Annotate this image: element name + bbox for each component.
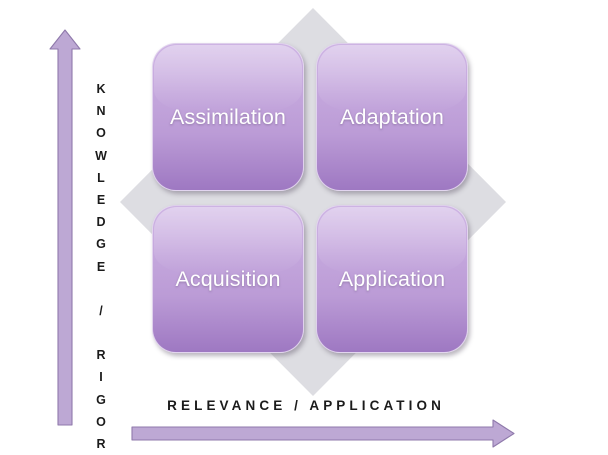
quadrant-grid: Assimilation Adaptation Acquisition Appl…: [152, 43, 468, 353]
axis-letter: N: [96, 104, 106, 119]
axis-letter: O: [96, 414, 106, 429]
arrow-up-icon: [47, 27, 83, 427]
quadrant-adaptation[interactable]: Adaptation: [316, 43, 468, 191]
axis-letter: R: [96, 437, 106, 451]
quadrant-acquisition[interactable]: Acquisition: [152, 205, 304, 353]
axis-letter: D: [96, 215, 106, 230]
quadrant-label: Acquisition: [175, 266, 281, 291]
axis-letter: G: [96, 237, 106, 252]
axis-letter: W: [95, 148, 107, 163]
axis-letter: /: [99, 303, 103, 318]
axis-letter: E: [96, 259, 106, 274]
axis-letter: I: [99, 370, 103, 385]
quadrant-label: Assimilation: [170, 104, 286, 129]
quadrant-application[interactable]: Application: [316, 205, 468, 353]
quadrant-label: Adaptation: [340, 104, 444, 129]
quadrant-label: Application: [338, 266, 446, 291]
arrow-right-icon: [131, 419, 516, 449]
horizontal-axis-label: RELEVANCE / APPLICATION: [167, 398, 445, 413]
axis-letter: E: [96, 192, 106, 207]
quadrant-assimilation[interactable]: Assimilation: [152, 43, 304, 191]
axis-letter: O: [96, 126, 106, 141]
axis-letter: R: [96, 348, 106, 363]
axis-letter: K: [96, 82, 106, 96]
axis-letter: L: [97, 170, 105, 185]
axis-letter: G: [96, 392, 106, 407]
vertical-axis-label: K N O W L E D G E · / · R I G O R: [88, 78, 114, 455]
